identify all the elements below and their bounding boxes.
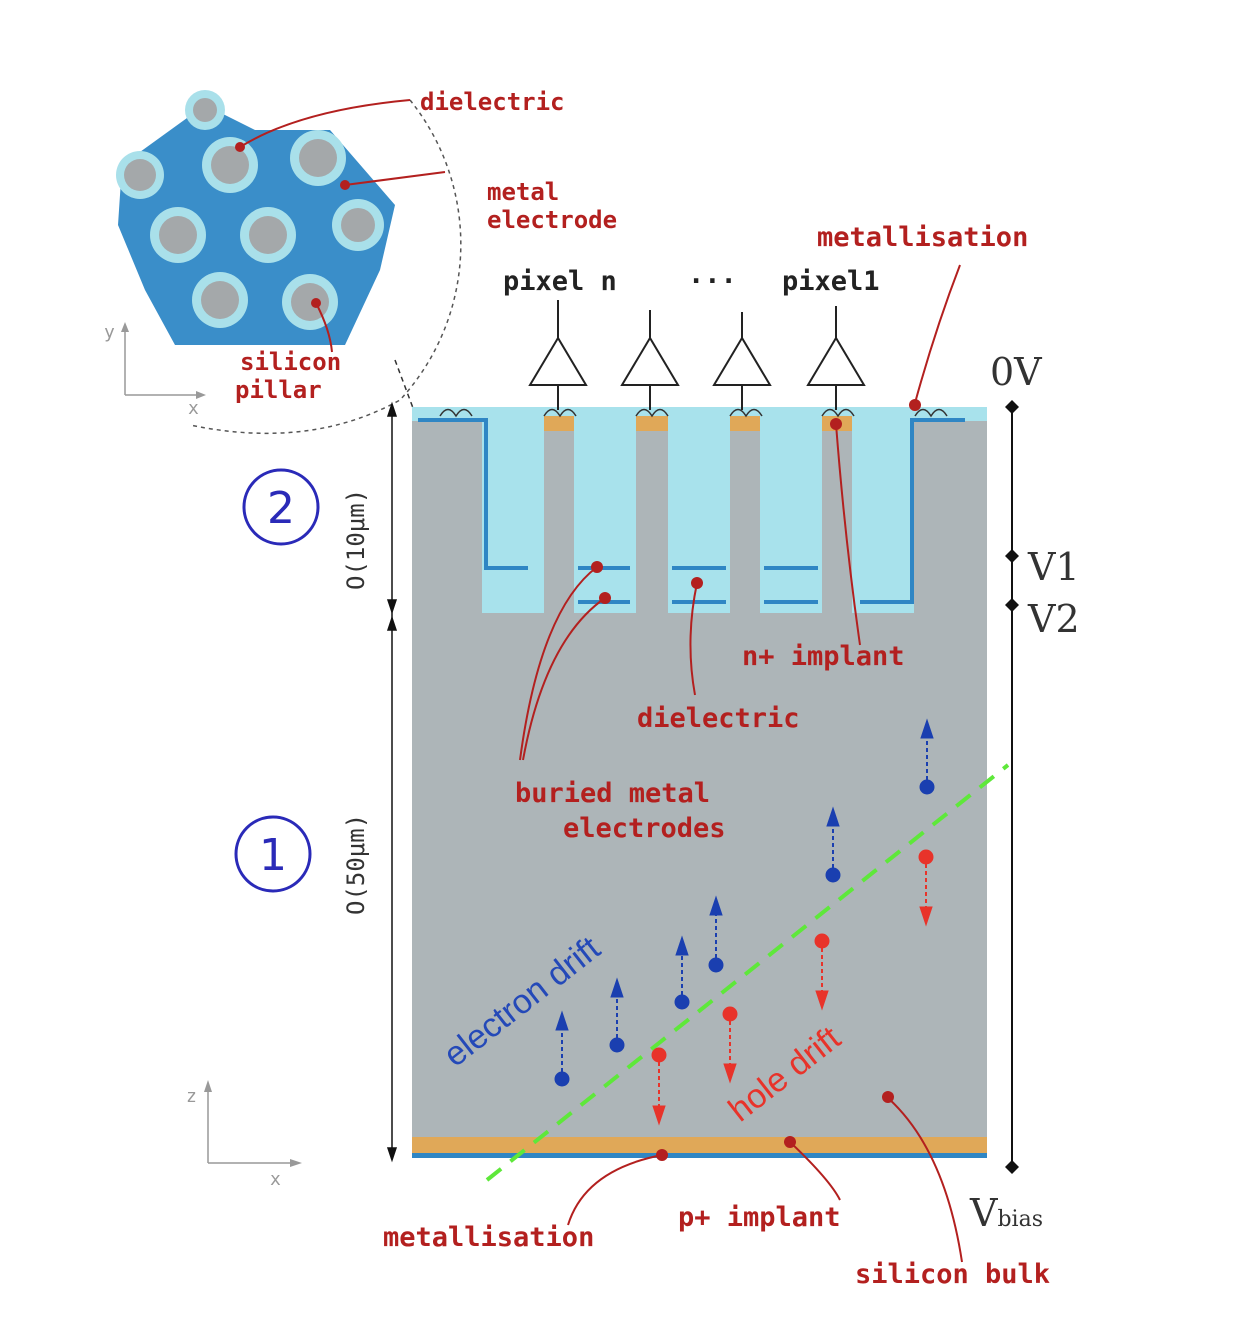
dimension-scale <box>386 401 398 1163</box>
voltage-scale <box>1005 400 1019 1174</box>
main-axes: z x <box>186 1080 302 1190</box>
region-1-marker: 1 <box>234 815 312 893</box>
electron-carriers <box>554 718 935 1087</box>
region-1-number: 1 <box>259 830 287 881</box>
dimension-region2: O(10μm) <box>342 489 370 590</box>
n-implant-label: n+ implant <box>742 641 905 672</box>
top-metallisation <box>439 408 948 418</box>
readout-amplifiers <box>528 300 866 410</box>
inset-dashed-outline <box>189 99 462 435</box>
metallisation-bottom-label: metallisation <box>383 1222 594 1253</box>
main-x-axis-label: x <box>270 1169 281 1190</box>
voltage-v1: V1 <box>1027 545 1080 589</box>
pixel-n-label: pixel n <box>503 266 617 297</box>
cross-section <box>412 407 987 1158</box>
inset-dielectric-label: dielectric <box>420 88 565 116</box>
metallisation-top-label: metallisation <box>817 222 1028 253</box>
pixel-1-label: pixel1 <box>782 266 880 297</box>
inset-pillars <box>116 90 384 330</box>
inset-metal-label-2: electrode <box>487 206 617 234</box>
label-leaders <box>519 264 963 1263</box>
region-2-marker: 2 <box>242 468 320 546</box>
buried-metal-electrodes <box>418 418 965 604</box>
silicon-bulk-label: silicon bulk <box>855 1259 1050 1290</box>
voltage-v2: V2 <box>1027 597 1080 641</box>
p-implant-layer <box>412 1137 987 1153</box>
bottom-metallisation-layer <box>412 1153 987 1158</box>
dielectric-label: dielectric <box>637 703 800 734</box>
inset-pillar-label-2: pillar <box>235 376 322 404</box>
inset-pillar-label-1: silicon <box>240 348 341 376</box>
hole-carriers <box>651 849 934 1126</box>
region-2-number: 2 <box>267 483 295 534</box>
n-implants <box>544 416 852 431</box>
voltage-vbias: Vbias <box>969 1191 1043 1235</box>
inset-y-axis-label: y <box>104 322 115 343</box>
inset-axes: y x <box>104 322 206 419</box>
label-leader-dots <box>591 399 921 1161</box>
voltage-0v: 0V <box>990 350 1042 394</box>
inset-metal-label-1: metal <box>487 178 559 206</box>
dimension-region1: O(50μm) <box>342 814 370 915</box>
buried-electrodes-label-1: buried metal <box>515 778 710 809</box>
buried-electrodes-label-2: electrodes <box>563 813 726 844</box>
main-z-axis-label: z <box>186 1086 197 1107</box>
inset-x-axis-label: x <box>188 398 199 419</box>
p-implant-label: p+ implant <box>678 1202 841 1233</box>
particle-track <box>485 763 1010 1182</box>
inset-pillar-array: y x <box>104 90 790 569</box>
pixel-ellipsis: ··· <box>688 266 737 297</box>
